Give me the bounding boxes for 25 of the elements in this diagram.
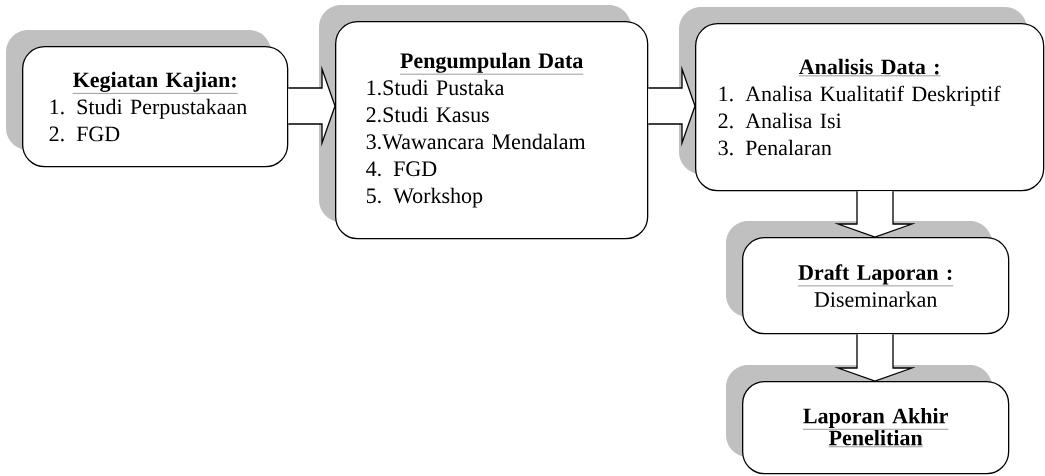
heading: Kegiatan Kajian: <box>72 71 238 94</box>
process-box <box>726 221 1010 335</box>
list-item: 3. Penalaran <box>718 139 832 156</box>
list-item: 4. FGD <box>366 161 437 177</box>
heading: Laporan Akhir Penelitian <box>802 407 949 447</box>
block-arrow <box>287 65 336 147</box>
list-item: 1.Studi Pustaka <box>367 79 505 96</box>
body-text: Diseminarkan <box>814 291 938 307</box>
block-arrow <box>647 65 696 147</box>
list-item: 2.Studi Kasus <box>366 106 489 123</box>
list-item: 1. Analisa Kualitatif Deskriptif <box>719 85 1001 106</box>
heading: Draft Laporan : <box>797 264 954 287</box>
list-item: 5. Workshop <box>366 187 483 208</box>
heading: Pengumpulan Data <box>399 52 584 75</box>
process-box <box>319 5 649 240</box>
list-item: 2. Analisa Isi <box>718 112 842 129</box>
process-box <box>679 7 1045 192</box>
block-arrow <box>834 333 916 382</box>
process-box <box>6 30 289 168</box>
list-item: 3.Wawancara Mendalam <box>366 133 586 150</box>
list-item: 2. FGD <box>49 126 120 142</box>
process-box <box>726 365 1010 475</box>
heading: Analisis Data : <box>798 58 941 77</box>
list-item: 1. Studi Perpustakaan <box>50 98 247 119</box>
block-arrow <box>834 190 916 238</box>
